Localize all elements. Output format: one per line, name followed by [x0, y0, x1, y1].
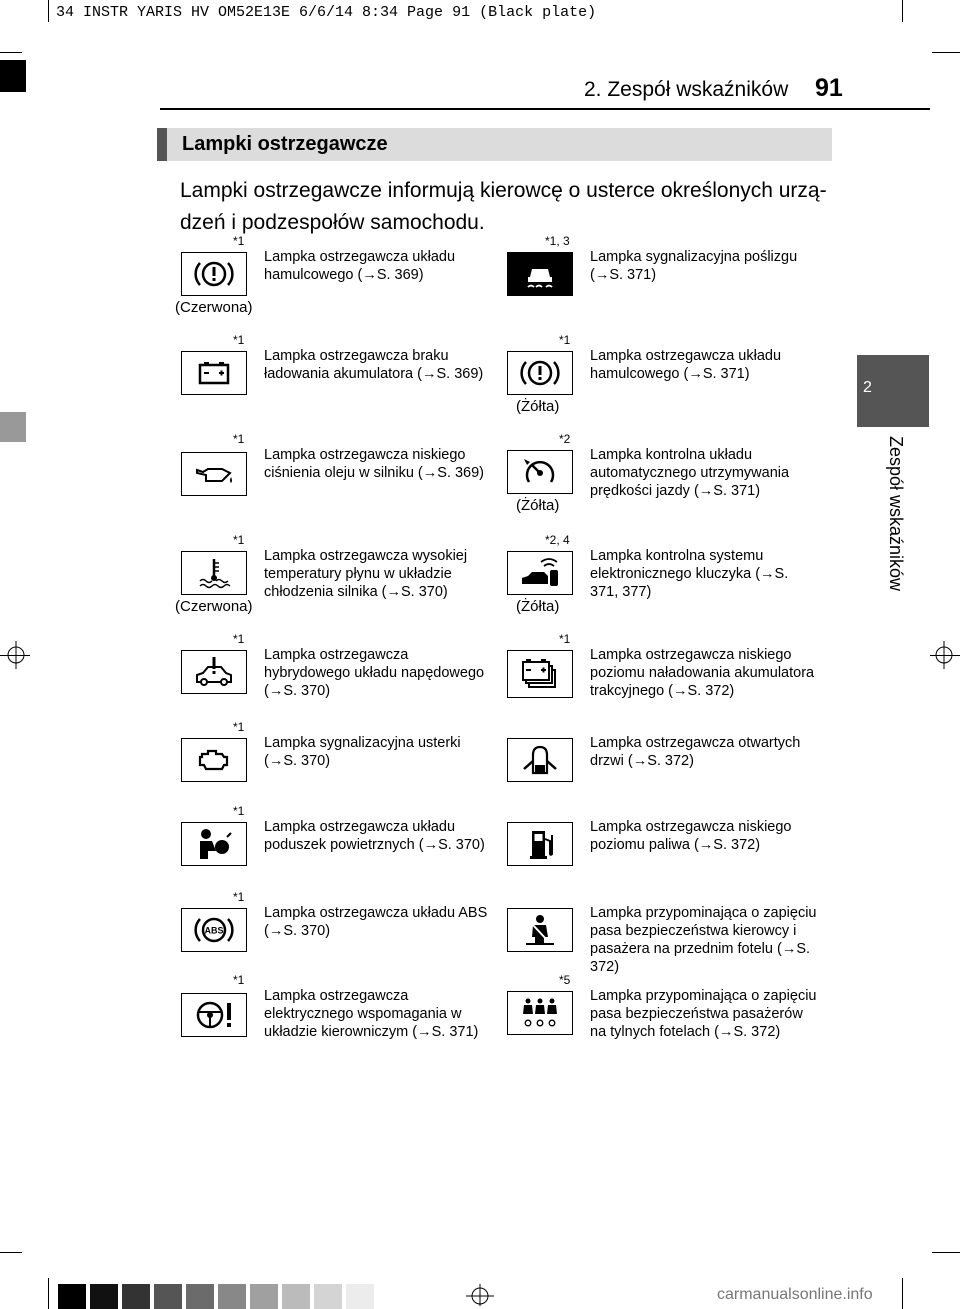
- footnote-mark: *1: [233, 234, 245, 248]
- footnote-mark: *1: [233, 973, 245, 987]
- seatbelt-icon: [507, 908, 573, 952]
- rear-seatbelt-icon: [507, 991, 573, 1035]
- swatch: [154, 1284, 182, 1309]
- chapter-tab: 2: [857, 355, 929, 427]
- swatch: [346, 1284, 374, 1309]
- chapter-tab-number: 2: [863, 379, 872, 396]
- color-note: (Żółta): [516, 398, 560, 415]
- warning-description: Lampka ostrzegawcza wysokiej temperatury…: [264, 548, 468, 600]
- brake-warning-icon: [181, 252, 247, 296]
- footnote-mark: *2, 4: [545, 533, 570, 547]
- print-slug: 34 INSTR YARIS HV OM52E13E 6/6/14 8:34 P…: [56, 4, 597, 21]
- registration-mark: [7, 641, 25, 669]
- swatch: [282, 1284, 310, 1309]
- intro-text: Lampki ostrzegawcze informują kierowcę o…: [180, 179, 827, 234]
- traction-battery-icon: [507, 650, 573, 698]
- swatch: [58, 1284, 86, 1309]
- footnote-mark: *1: [233, 890, 245, 904]
- swatch: [314, 1284, 342, 1309]
- oil-pressure-icon: [181, 452, 247, 496]
- svg-text:ABS: ABS: [204, 926, 223, 936]
- section-header: Lampki ostrzegawcze: [157, 128, 832, 161]
- cruise-control-icon: [507, 450, 573, 494]
- hybrid-system-icon: [181, 650, 247, 694]
- warning-description: Lampka kontrolna układu automatycznego u…: [590, 447, 790, 499]
- warning-description: Lampka przypominająca o zapięciu pasa be…: [590, 905, 817, 975]
- warning-description: Lampka ostrzegawcza braku ładowania akum…: [264, 348, 484, 382]
- warning-description: Lampka kontrolna systemu elektronicznego…: [590, 548, 789, 600]
- abs-icon: ABS: [181, 908, 247, 952]
- swatch: [186, 1284, 214, 1309]
- warning-description: Lampka ostrzegawcza niskiego ciśnienia o…: [264, 447, 485, 481]
- brake-warning-icon: [507, 351, 573, 395]
- left-edge-tab: [0, 412, 26, 442]
- color-note: (Żółta): [516, 598, 560, 615]
- color-note: (Czerwona): [175, 299, 253, 316]
- footnote-mark: *1: [233, 533, 245, 547]
- warning-description: Lampka sygnalizacyjna usterki (→S. 370): [264, 735, 461, 769]
- warning-description: Lampka ostrzegawcza układu hamulcowego (…: [590, 348, 782, 382]
- warning-description: Lampka ostrzegawcza układu hamulcowego (…: [264, 249, 456, 283]
- warning-description: Lampka ostrzegawcza układu poduszek powi…: [264, 819, 485, 853]
- check-engine-icon: [181, 738, 247, 782]
- power-steering-icon: [181, 993, 247, 1037]
- swatch: [250, 1284, 278, 1309]
- battery-icon: [181, 351, 247, 395]
- color-control-strip: [58, 1284, 374, 1309]
- footnote-mark: *1, 3: [545, 234, 570, 248]
- footnote-mark: *5: [559, 973, 571, 987]
- warning-description: Lampka ostrzegawcza otwartych drzwi (→S.…: [590, 735, 801, 769]
- airbag-icon: [181, 822, 247, 866]
- warning-description: Lampka ostrzegawcza elektrycznego wspoma…: [264, 988, 479, 1040]
- footnote-mark: *1: [559, 333, 571, 347]
- page-number: 91: [815, 74, 843, 102]
- door-open-icon: [507, 738, 573, 782]
- chapter-title: 2. Zespół wskaźników: [584, 78, 789, 101]
- chapter-tab-label: Zespół wskaźników: [886, 436, 906, 592]
- swatch: [218, 1284, 246, 1309]
- color-note: (Żółta): [516, 497, 560, 514]
- footnote-mark: *2: [559, 432, 571, 446]
- slip-indicator-icon: [507, 252, 573, 296]
- section-accent: [157, 128, 167, 161]
- footnote-mark: *1: [233, 333, 245, 347]
- smart-key-icon: [507, 551, 573, 595]
- swatch: [90, 1284, 118, 1309]
- registration-mark: [466, 1284, 494, 1306]
- warning-description: Lampka ostrzegawcza niskiego poziomu nał…: [590, 647, 815, 699]
- warning-description: Lampka ostrzegawcza układu ABS (→S. 370): [264, 905, 488, 939]
- registration-mark: [935, 641, 953, 669]
- header-rule: [160, 108, 930, 110]
- fuel-level-icon: [507, 822, 573, 866]
- footnote-mark: *1: [559, 632, 571, 646]
- watermark: carmanualsonline.info: [717, 1286, 873, 1303]
- warning-description: Lampka ostrzegawcza niskiego poziomu pal…: [590, 819, 792, 853]
- footnote-mark: *1: [233, 720, 245, 734]
- footnote-mark: *1: [233, 804, 245, 818]
- swatch: [122, 1284, 150, 1309]
- section-title: Lampki ostrzegawcze: [182, 133, 388, 155]
- warning-description: Lampka ostrzegawcza hybrydowego układu n…: [264, 647, 485, 699]
- warning-description: Lampka przypominająca o zapięciu pasa be…: [590, 988, 817, 1040]
- footnote-mark: *1: [233, 632, 245, 646]
- footnote-mark: *1: [233, 432, 245, 446]
- corner-block: [0, 60, 26, 92]
- coolant-temperature-icon: [181, 551, 247, 595]
- warning-description: Lampka sygnalizacyjna poślizgu (→S. 371): [590, 249, 798, 283]
- color-note: (Czerwona): [175, 598, 253, 615]
